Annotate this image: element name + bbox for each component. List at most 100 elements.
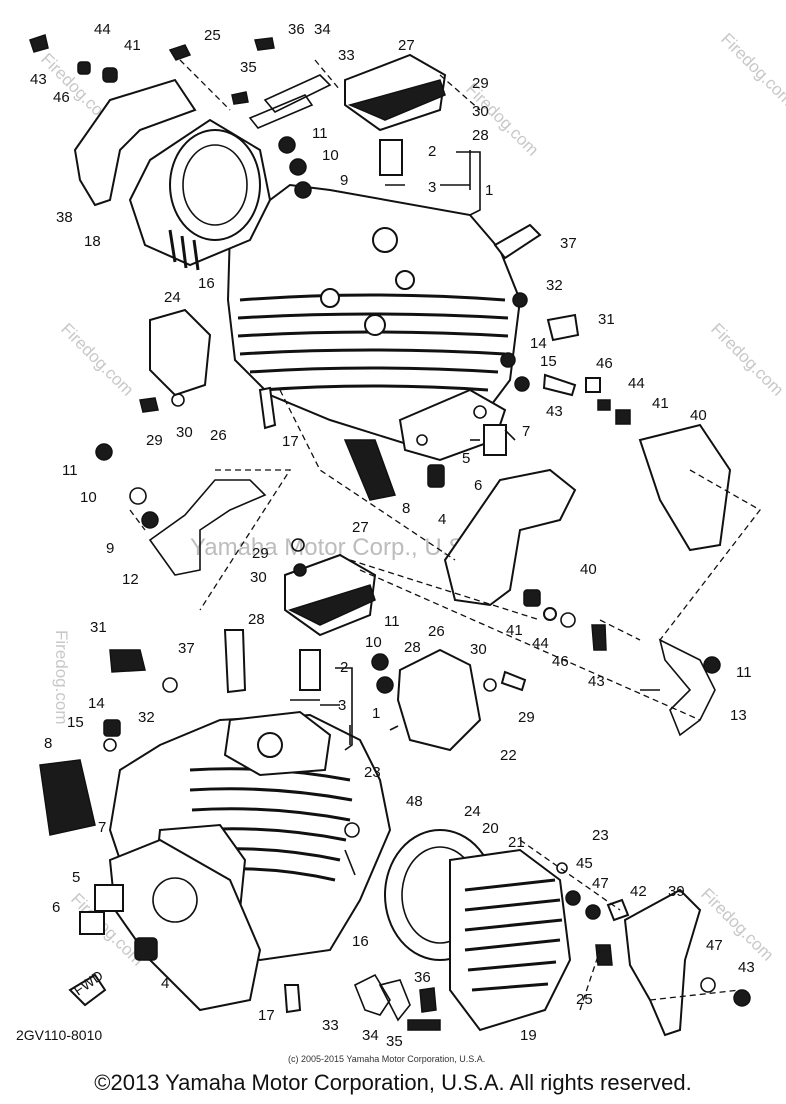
callout-label: 7 [98, 819, 106, 836]
callout-label: 43 [588, 673, 605, 690]
callout-label: 6 [474, 477, 482, 494]
watermark-firedog: Firedog.com [707, 319, 786, 399]
cover-39 [623, 888, 702, 1037]
callout-label: 13 [730, 707, 747, 724]
callout-label: 7 [522, 423, 530, 440]
callout-label: 5 [462, 450, 470, 467]
callout-label: 28 [472, 127, 489, 144]
watermark-firedog: Firedog.com [57, 319, 137, 399]
callout-label: 44 [628, 375, 645, 392]
callout-label: 32 [138, 709, 155, 726]
callout-label: 5 [72, 869, 80, 886]
callout-labels: 44 41 43 46 25 36 34 33 35 27 29 30 28 1… [30, 21, 755, 1050]
watermark-firedog: Firedog.com [717, 29, 786, 109]
callout-label: 33 [322, 1017, 339, 1034]
callout-label: 41 [124, 37, 141, 54]
callout-label: 1 [372, 705, 380, 722]
callout-label: 2 [340, 659, 348, 676]
cover-38 [73, 78, 197, 207]
callout-label: 29 [518, 709, 535, 726]
callout-label: 31 [598, 311, 615, 328]
callout-label: 35 [240, 59, 257, 76]
callout-label: 33 [338, 47, 355, 64]
valve-cover-27-rear [344, 53, 447, 132]
callout-label: 38 [56, 209, 73, 226]
callout-label: 23 [364, 764, 381, 781]
callout-label: 41 [652, 395, 669, 412]
small-fasteners [29, 34, 751, 1031]
callout-label: 29 [472, 75, 489, 92]
callout-label: 34 [362, 1027, 379, 1044]
front-cam-housing [384, 829, 572, 1032]
callout-label: 27 [398, 37, 415, 54]
callout-label: 41 [506, 622, 523, 639]
callout-label: 3 [338, 697, 346, 714]
callout-label: 39 [668, 883, 685, 900]
callout-label: 30 [176, 424, 193, 441]
small-copyright: (c) 2005-2015 Yamaha Motor Corporation, … [288, 1054, 485, 1064]
callout-label: 21 [508, 834, 525, 851]
callout-label: 16 [198, 275, 215, 292]
callout-label: 10 [322, 147, 339, 164]
callout-label: 1 [485, 182, 493, 199]
callout-label: 45 [576, 855, 593, 872]
callout-label: 46 [552, 653, 569, 670]
callout-label: 15 [67, 714, 84, 731]
leader-lines [320, 150, 660, 751]
callout-label: 47 [706, 937, 723, 954]
callout-label: 37 [560, 235, 577, 252]
callout-label: 24 [464, 803, 481, 820]
callout-label: 30 [470, 641, 487, 658]
callout-label: 46 [596, 355, 613, 372]
callout-label: 3 [428, 179, 436, 196]
callout-label: 26 [210, 427, 227, 444]
callout-label: 36 [288, 21, 305, 38]
watermark-firedog-vertical: Firedog.com [52, 630, 71, 724]
callout-label: 37 [178, 640, 195, 657]
callout-label: 24 [164, 289, 181, 306]
callout-label: 4 [161, 975, 169, 992]
callout-label: 44 [532, 635, 549, 652]
tube-8-front [39, 759, 96, 836]
bracket-12 [148, 479, 267, 576]
callout-label: 14 [530, 335, 547, 352]
diagram-code: 2GV110-8010 [16, 1027, 102, 1043]
hose-22-inner [393, 739, 569, 871]
callout-label: 32 [546, 277, 563, 294]
callout-label: 35 [386, 1033, 403, 1050]
callout-label: 17 [258, 1007, 275, 1024]
callout-label: 15 [540, 353, 557, 370]
callout-label: 18 [84, 233, 101, 250]
bracket-13 [658, 638, 716, 737]
callout-label: 16 [352, 933, 369, 950]
valve-cover-27-front [284, 553, 377, 637]
callout-label: 26 [428, 623, 445, 640]
callout-label: 29 [146, 432, 163, 449]
callout-label: 11 [384, 613, 400, 630]
callout-label: 34 [314, 21, 331, 38]
callout-label: 17 [282, 433, 299, 450]
callout-label: 31 [90, 619, 107, 636]
callout-label: 10 [80, 489, 97, 506]
callout-label: 40 [690, 407, 707, 424]
callout-label: 36 [414, 969, 431, 986]
callout-label: 25 [204, 27, 221, 44]
callout-label: 6 [52, 899, 60, 916]
callout-label: 42 [630, 883, 647, 900]
callout-label: 19 [520, 1027, 537, 1044]
callout-label: 48 [406, 793, 423, 810]
callout-label: 43 [30, 71, 47, 88]
callout-label: 27 [352, 519, 369, 536]
callout-label: 10 [365, 634, 382, 651]
callout-label: 8 [44, 735, 52, 752]
tube-8-rear [343, 439, 397, 501]
callout-label: 43 [546, 403, 563, 420]
callout-label: 20 [482, 820, 499, 837]
footer-copyright: ©2013 Yamaha Motor Corporation, U.S.A. A… [94, 1070, 692, 1095]
callout-label: 9 [340, 172, 348, 189]
callout-label: 22 [500, 747, 517, 764]
callout-label: 2 [428, 143, 436, 160]
cover-40 [443, 468, 577, 607]
callout-label: 43 [738, 959, 755, 976]
